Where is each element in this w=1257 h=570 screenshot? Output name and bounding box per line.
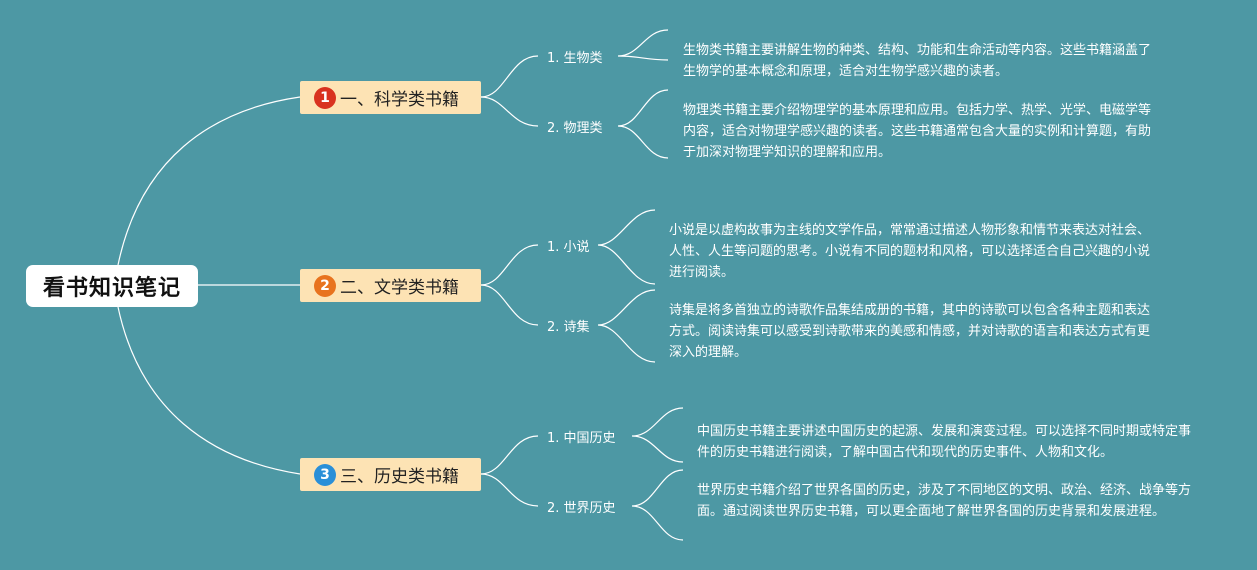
bracket-sci-phy: [617, 89, 669, 159]
root-node[interactable]: 看书知识笔记: [26, 265, 198, 307]
number-badge-icon: 1: [314, 86, 336, 109]
subtopic-chinese-history[interactable]: 1. 中国历史: [547, 431, 616, 446]
bracket-sci-bio: [617, 29, 669, 61]
number-badge-icon: 3: [314, 463, 336, 486]
subtopic-biology[interactable]: 1. 生物类: [547, 51, 603, 66]
connector-cat2-sub1: [480, 244, 539, 286]
desc-chinese-history: 中国历史书籍主要讲述中国历史的起源、发展和演变过程。可以选择不同时期或特定事件的…: [697, 424, 1192, 460]
bracket-lit-novel: [597, 209, 656, 285]
category-label: 一、科学类书籍: [340, 90, 459, 110]
desc-novel: 小说是以虚构故事为主线的文学作品，常常通过描述人物形象和情节来表达对社会、人性、…: [669, 223, 1151, 280]
category-literature-books[interactable]: 2 二、文学类书籍: [300, 269, 481, 302]
category-science-books[interactable]: 1 一、科学类书籍: [300, 81, 481, 114]
desc-biology: 生物类书籍主要讲解生物的种类、结构、功能和生命活动等内容。这些书籍涵盖了生物学的…: [683, 43, 1152, 79]
bracket-lit-poem: [597, 289, 656, 363]
number-badge-icon: 2: [314, 274, 336, 297]
connector-cat3-sub1: [480, 435, 539, 475]
category-label: 三、历史类书籍: [340, 467, 459, 487]
connector-cat2-sub2: [480, 284, 539, 326]
subtopic-physics[interactable]: 2. 物理类: [547, 121, 603, 136]
connector-cat1-sub2: [480, 96, 539, 127]
connector-root-cat1: [117, 96, 301, 266]
connector-cat3-sub2: [480, 473, 539, 507]
connector-root-cat3: [117, 306, 301, 475]
desc-world-history: 世界历史书籍介绍了世界各国的历史，涉及了不同地区的文明、政治、经济、战争等方面。…: [697, 483, 1192, 519]
subtopic-novel[interactable]: 1. 小说: [547, 240, 590, 255]
bracket-his-cn: [631, 407, 684, 463]
bracket-his-world: [631, 469, 684, 541]
subtopic-world-history[interactable]: 2. 世界历史: [547, 501, 616, 516]
category-label: 二、文学类书籍: [340, 278, 459, 298]
connector-cat1-sub1: [480, 55, 539, 98]
category-history-books[interactable]: 3 三、历史类书籍: [300, 458, 481, 491]
desc-physics: 物理类书籍主要介绍物理学的基本原理和应用。包括力学、热学、光学、电磁学等内容，适…: [683, 103, 1152, 160]
root-title: 看书知识笔记: [42, 276, 181, 301]
subtopic-poetry[interactable]: 2. 诗集: [547, 320, 590, 335]
desc-poetry: 诗集是将多首独立的诗歌作品集结成册的书籍，其中的诗歌可以包含各种主题和表达方式。…: [669, 303, 1151, 360]
